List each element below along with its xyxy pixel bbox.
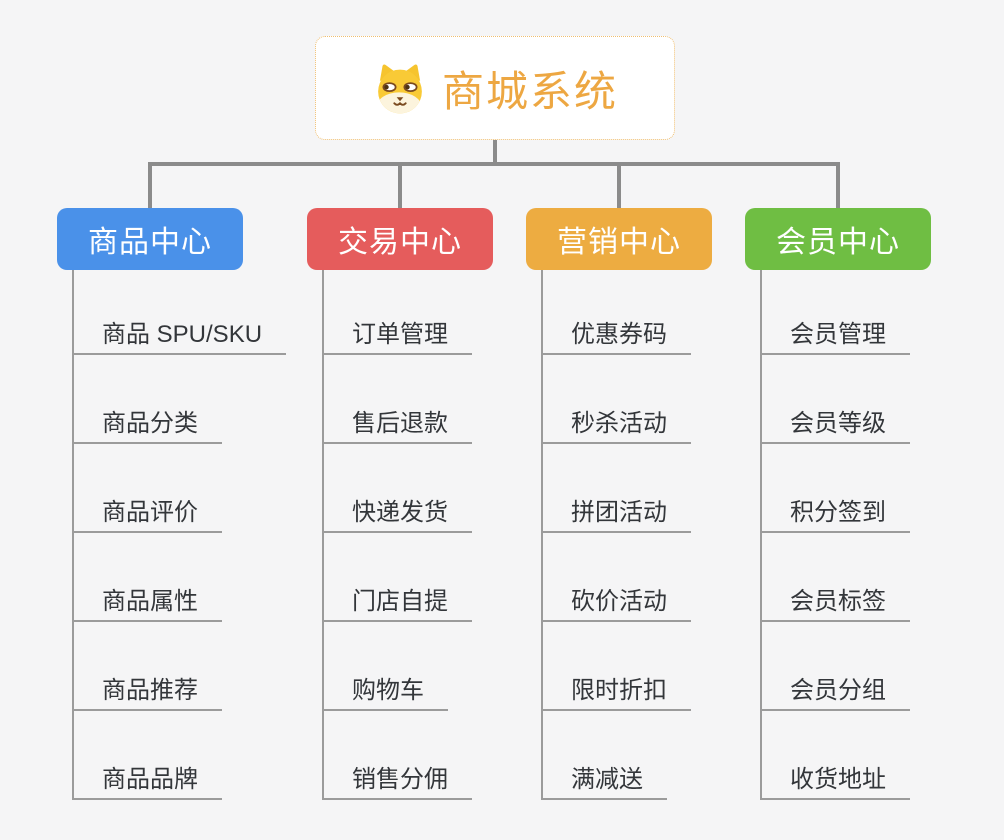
branch-trunk xyxy=(541,270,543,800)
branch-node-marketing[interactable]: 营销中心 xyxy=(526,208,712,270)
leaf-row: 商品品牌 xyxy=(72,711,286,800)
leaf-node[interactable]: 商品 SPU/SKU xyxy=(72,314,287,355)
leaf-row: 购物车 xyxy=(322,622,472,711)
leaf-row: 满减送 xyxy=(541,711,691,800)
leaf-node[interactable]: 售后退款 xyxy=(322,403,472,444)
branch-leaves: 订单管理 售后退款 快递发货 门店自提 购物车 销售分佣 xyxy=(322,270,472,800)
leaf-row: 积分签到 xyxy=(760,444,910,533)
leaf-node[interactable]: 快递发货 xyxy=(322,492,472,533)
leaf-node[interactable]: 商品品牌 xyxy=(72,759,222,800)
leaf-node[interactable]: 门店自提 xyxy=(322,581,472,622)
leaf-node[interactable]: 订单管理 xyxy=(322,314,472,355)
branch-trade: 交易中心 订单管理 售后退款 快递发货 门店自提 购物车 销售分佣 xyxy=(307,208,547,800)
branch-node-product[interactable]: 商品中心 xyxy=(57,208,243,270)
connector-drop-member xyxy=(836,166,840,208)
leaf-row: 商品属性 xyxy=(72,533,286,622)
leaf-row: 会员标签 xyxy=(760,533,910,622)
leaf-node[interactable]: 会员标签 xyxy=(760,581,910,622)
leaf-row: 砍价活动 xyxy=(541,533,691,622)
connector-drop-trade xyxy=(398,166,402,208)
leaf-node[interactable]: 购物车 xyxy=(322,670,448,711)
connector-root-stem xyxy=(493,140,497,163)
leaf-node[interactable]: 积分签到 xyxy=(760,492,910,533)
leaf-node[interactable]: 会员分组 xyxy=(760,670,910,711)
dog-face-icon xyxy=(372,60,428,116)
leaf-node[interactable]: 优惠券码 xyxy=(541,314,691,355)
leaf-node[interactable]: 限时折扣 xyxy=(541,670,691,711)
leaf-node[interactable]: 商品评价 xyxy=(72,492,222,533)
leaf-node[interactable]: 商品属性 xyxy=(72,581,222,622)
leaf-node[interactable]: 会员等级 xyxy=(760,403,910,444)
leaf-row: 快递发货 xyxy=(322,444,472,533)
leaf-row: 秒杀活动 xyxy=(541,355,691,444)
leaf-row: 收货地址 xyxy=(760,711,910,800)
leaf-node[interactable]: 秒杀活动 xyxy=(541,403,691,444)
leaf-row: 限时折扣 xyxy=(541,622,691,711)
root-node[interactable]: 商城系统 xyxy=(315,36,675,140)
leaf-row: 拼团活动 xyxy=(541,444,691,533)
leaf-node[interactable]: 收货地址 xyxy=(760,759,910,800)
leaf-node[interactable]: 销售分佣 xyxy=(322,759,472,800)
leaf-row: 商品评价 xyxy=(72,444,286,533)
leaf-row: 商品 SPU/SKU xyxy=(72,270,287,355)
leaf-node[interactable]: 砍价活动 xyxy=(541,581,691,622)
root-title: 商城系统 xyxy=(441,67,618,115)
branch-marketing: 营销中心 优惠券码 秒杀活动 拼团活动 砍价活动 限时折扣 满减送 xyxy=(526,208,766,800)
leaf-row: 会员管理 xyxy=(760,270,910,355)
branch-trunk xyxy=(322,270,324,800)
leaf-row: 商品推荐 xyxy=(72,622,286,711)
leaf-row: 销售分佣 xyxy=(322,711,472,800)
branch-leaves: 商品 SPU/SKU 商品分类 商品评价 商品属性 商品推荐 商品品牌 xyxy=(72,270,287,800)
branch-trunk xyxy=(72,270,74,800)
leaf-node[interactable]: 满减送 xyxy=(541,759,667,800)
branch-leaves: 优惠券码 秒杀活动 拼团活动 砍价活动 限时折扣 满减送 xyxy=(541,270,691,800)
leaf-node[interactable]: 商品推荐 xyxy=(72,670,222,711)
branch-product: 商品中心 商品 SPU/SKU 商品分类 商品评价 商品属性 商品推荐 商品品牌 xyxy=(57,208,297,800)
connector-drop-product xyxy=(148,166,152,208)
leaf-row: 门店自提 xyxy=(322,533,472,622)
leaf-row: 商品分类 xyxy=(72,355,286,444)
leaf-row: 优惠券码 xyxy=(541,270,691,355)
branch-leaves: 会员管理 会员等级 积分签到 会员标签 会员分组 收货地址 xyxy=(760,270,910,800)
connector-bus xyxy=(148,162,840,166)
leaf-row: 会员分组 xyxy=(760,622,910,711)
branch-node-member[interactable]: 会员中心 xyxy=(745,208,931,270)
branch-trunk xyxy=(760,270,762,800)
leaf-node[interactable]: 拼团活动 xyxy=(541,492,691,533)
branch-node-trade[interactable]: 交易中心 xyxy=(307,208,493,270)
leaf-row: 售后退款 xyxy=(322,355,472,444)
leaf-node[interactable]: 会员管理 xyxy=(760,314,910,355)
leaf-row: 会员等级 xyxy=(760,355,910,444)
connector-drop-marketing xyxy=(617,166,621,208)
branch-member: 会员中心 会员管理 会员等级 积分签到 会员标签 会员分组 收货地址 xyxy=(745,208,985,800)
leaf-row: 订单管理 xyxy=(322,270,472,355)
leaf-node[interactable]: 商品分类 xyxy=(72,403,222,444)
